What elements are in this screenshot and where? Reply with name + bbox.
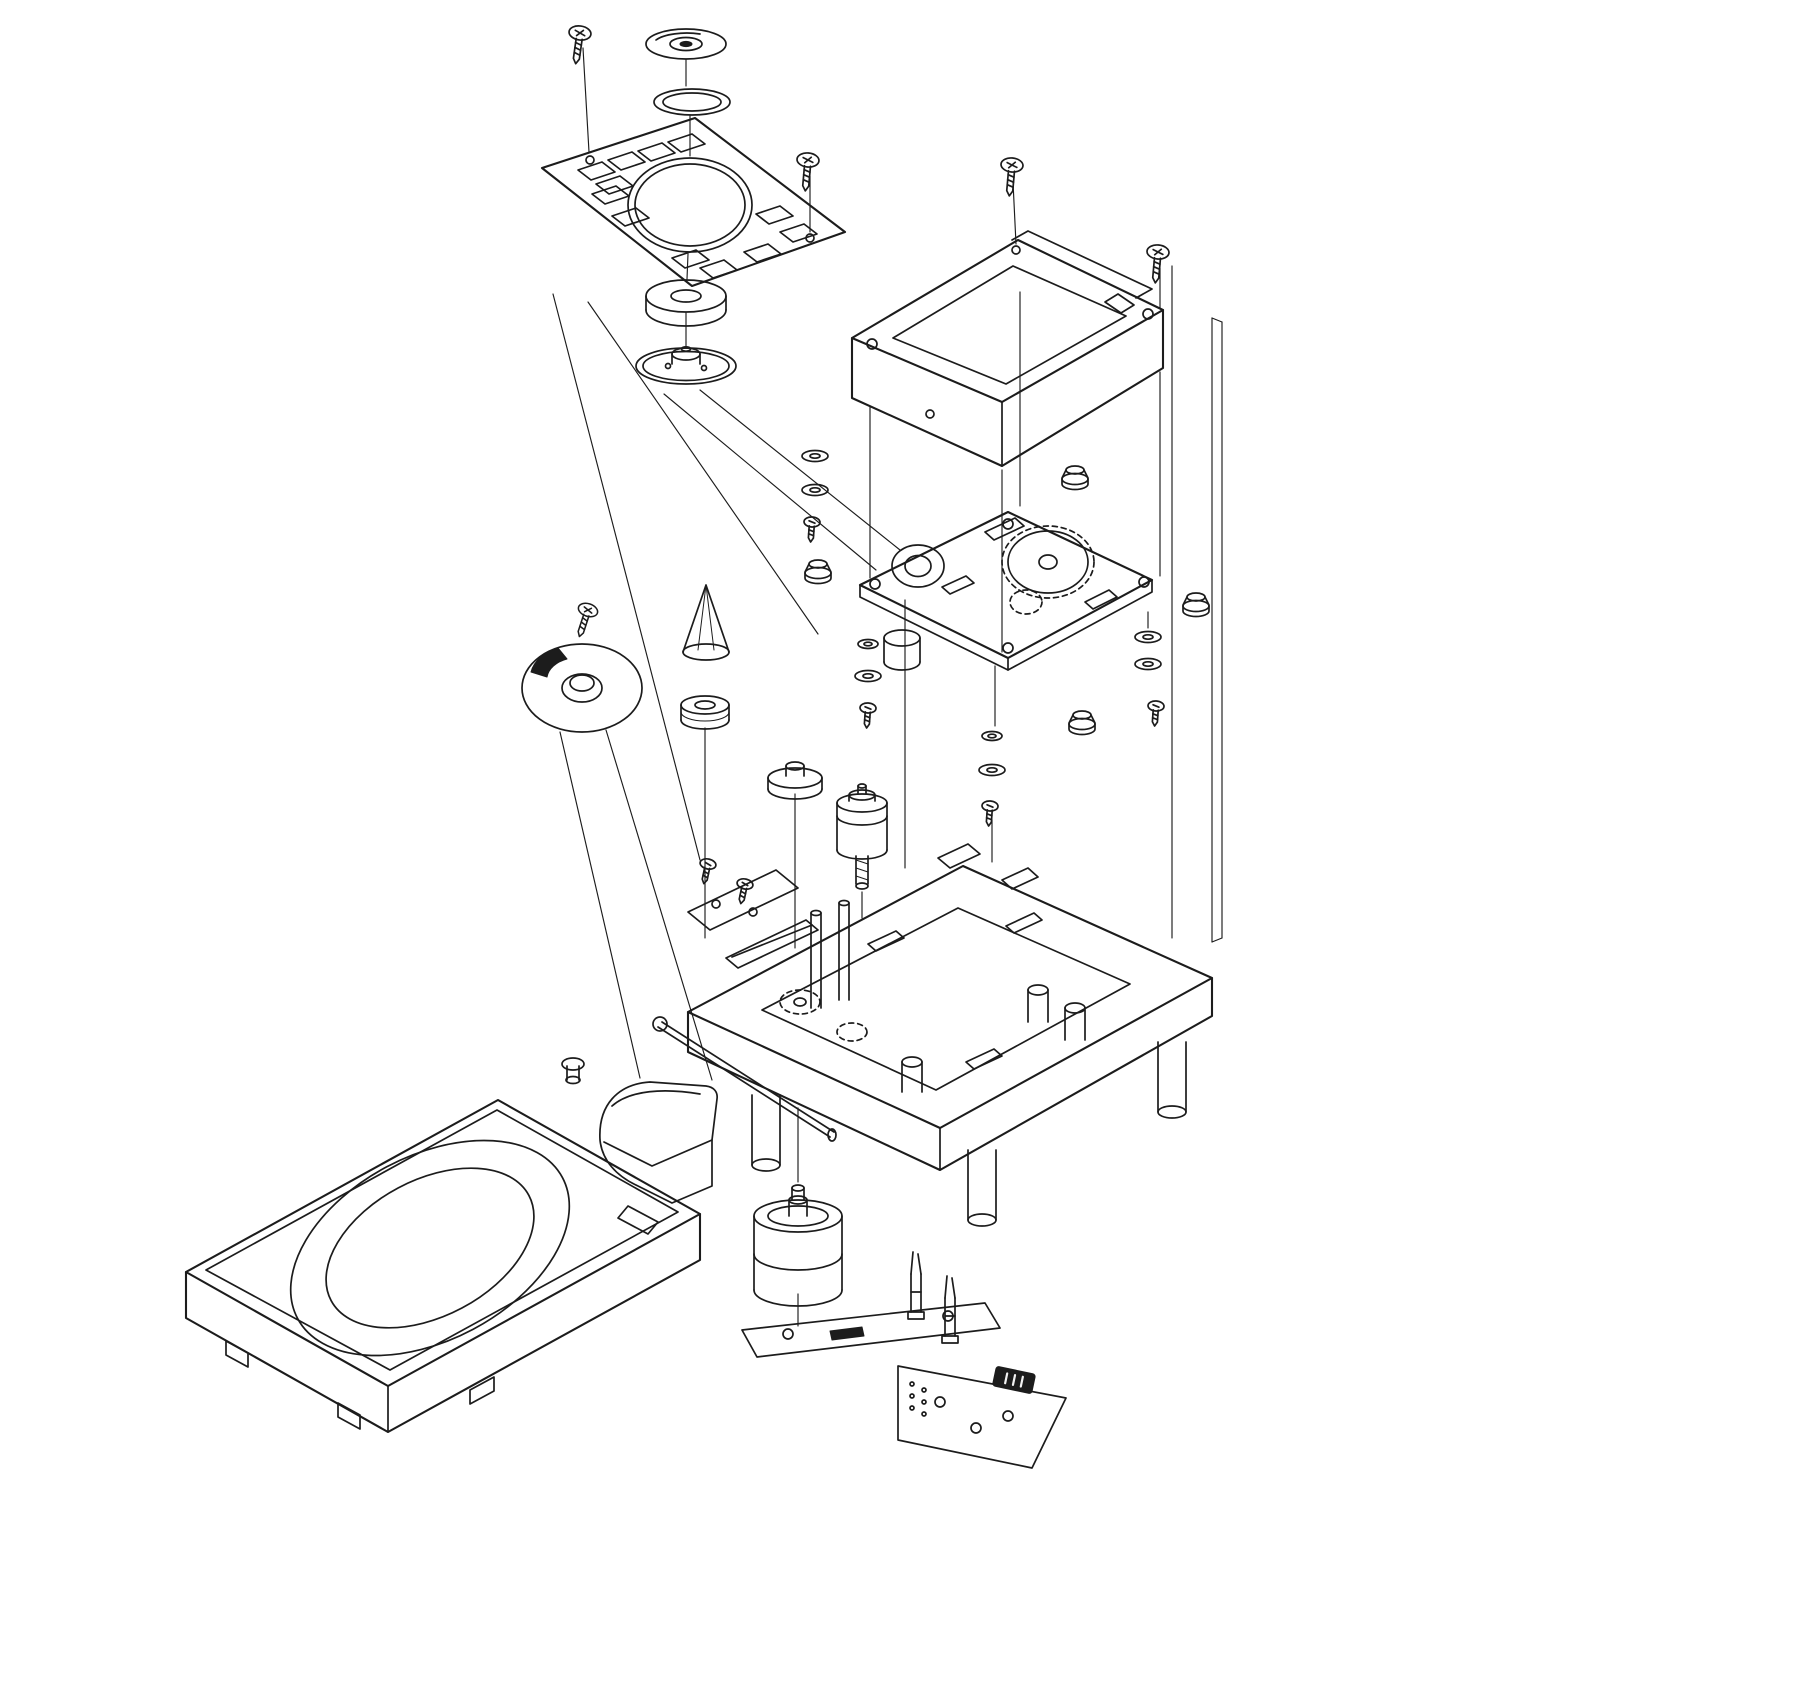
screw-6c [997, 156, 1025, 198]
part-21-loading-motor [836, 783, 888, 890]
screw-15c [1145, 699, 1166, 728]
part-7-disc-clamper [645, 28, 727, 60]
part-22-switch [907, 1251, 925, 1320]
screw-6b [793, 151, 821, 193]
part-17-traverse-deck [858, 510, 1154, 671]
damper-16c [1182, 592, 1210, 618]
washer-14c [1134, 657, 1162, 671]
screw-6a [563, 23, 593, 67]
part-2-stud [561, 1057, 585, 1085]
screw-15b [857, 701, 878, 730]
board-perforation-dots [909, 1381, 927, 1417]
part-20-cam-disc [521, 643, 643, 733]
screw-29a [695, 856, 718, 887]
part-28-spring-cone [682, 584, 730, 661]
rack-slider [725, 919, 819, 969]
part-22-switch [941, 1275, 959, 1344]
washer-14d [978, 763, 1006, 777]
part-23-connector [992, 1366, 1036, 1394]
part-25-spindle-motor [753, 1184, 843, 1307]
chassis-foot [751, 1094, 781, 1172]
part-18-base-chassis [686, 843, 1214, 1227]
part-5-top-plate [540, 116, 847, 288]
screw-15d [979, 799, 1000, 828]
washer-13c [1134, 630, 1162, 644]
washer-12d [981, 730, 1003, 742]
guide-posts [810, 899, 850, 1009]
chassis-foot [1157, 1041, 1187, 1119]
part-1-disc-tray [184, 1098, 702, 1434]
pickup-lens [891, 544, 945, 588]
part-29-bracket-plate [687, 869, 799, 931]
part-26-pulley [767, 761, 823, 800]
plate-grid-cells [577, 133, 818, 279]
chassis-gears [779, 989, 868, 1042]
part-3-cam-cover [599, 1081, 718, 1204]
screw-19 [569, 600, 601, 641]
diagram-artwork [184, 23, 1223, 1469]
screw-15a [801, 515, 822, 544]
part-11-upper-frame [850, 230, 1165, 468]
part-8-platter-ring [645, 279, 727, 327]
washer-12b [857, 638, 879, 650]
part-4-guide-shaft [652, 1016, 837, 1142]
projection-lines [552, 47, 1223, 1327]
damper-16d [1068, 710, 1096, 736]
damper-16b [1061, 465, 1089, 491]
screw-6d [1143, 243, 1171, 285]
chassis-foot [967, 1149, 997, 1227]
washer-13a [801, 449, 829, 463]
part-27-grommet [680, 695, 730, 730]
part-9-ring [653, 88, 731, 116]
damper-16a [804, 559, 832, 585]
part-10-turntable [635, 345, 737, 385]
washer-14b [854, 669, 882, 683]
